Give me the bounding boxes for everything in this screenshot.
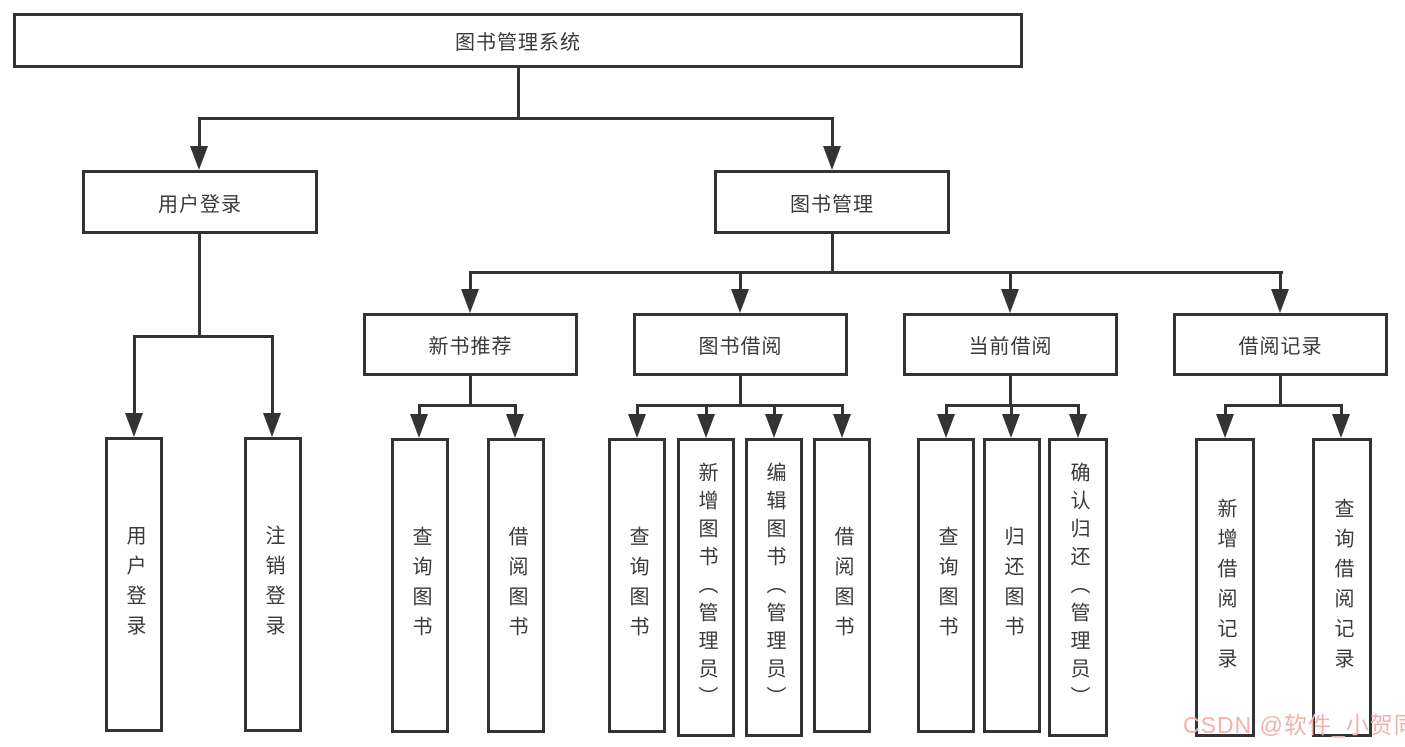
node-label: 编辑图书（管理员） — [763, 461, 785, 714]
arrow-down-icon — [125, 413, 143, 437]
arrow-down-icon — [461, 289, 479, 313]
connector-line — [469, 271, 472, 291]
arrow-down-icon — [1069, 414, 1087, 438]
node-add-borrow-record: 新增借阅记录 — [1195, 438, 1255, 737]
node-book-management: 图书管理 — [714, 170, 950, 234]
node-label: 当前借阅 — [968, 336, 1053, 358]
arrow-down-icon — [263, 413, 281, 437]
arrow-down-icon — [731, 289, 749, 313]
connector-line — [1224, 404, 1343, 407]
node-user-login: 用户登录 — [82, 170, 318, 234]
connector-line — [1279, 376, 1282, 407]
node-query-books-borrowing: 查询图书 — [608, 438, 666, 733]
node-label: 新增图书（管理员） — [695, 461, 717, 714]
node-label: 新增借阅记录 — [1214, 497, 1236, 678]
connector-line — [1010, 404, 1013, 416]
arrow-down-icon — [190, 146, 208, 170]
connector-line — [514, 404, 517, 416]
connector-line — [271, 335, 274, 415]
node-borrow-books-recommend: 借阅图书 — [487, 438, 545, 733]
connector-line — [1340, 404, 1343, 416]
connector-line — [198, 117, 834, 120]
node-current-borrowing: 当前借阅 — [903, 313, 1118, 376]
connector-line — [133, 335, 274, 338]
connector-line — [1077, 404, 1080, 416]
node-label: 归还图书 — [1001, 525, 1023, 646]
node-label: 图书借阅 — [698, 336, 783, 358]
connector-line — [1009, 376, 1012, 407]
connector-line — [945, 404, 948, 416]
connector-line — [773, 404, 776, 416]
connector-line — [469, 271, 1283, 274]
arrow-down-icon — [506, 414, 524, 438]
arrow-down-icon — [1002, 414, 1020, 438]
node-add-books-admin: 新增图书（管理员） — [677, 438, 735, 737]
arrow-down-icon — [410, 414, 428, 438]
connector-line — [739, 376, 742, 407]
node-query-books-current: 查询图书 — [917, 438, 975, 733]
node-book-borrowing: 图书借阅 — [633, 313, 848, 376]
arrow-down-icon — [628, 414, 646, 438]
node-label: 注销登录 — [262, 524, 284, 645]
arrow-down-icon — [823, 146, 841, 170]
node-label: 查询图书 — [626, 525, 648, 646]
connector-line — [1279, 271, 1282, 291]
node-user-login-action: 用户登录 — [105, 437, 163, 732]
node-query-borrow-record: 查询借阅记录 — [1312, 438, 1372, 737]
arrow-down-icon — [1271, 289, 1289, 313]
connector-line — [198, 117, 201, 149]
node-label: 图书管理 — [790, 193, 874, 216]
node-label: 新书推荐 — [428, 336, 513, 358]
connector-line — [636, 404, 844, 407]
node-label: 查询借阅记录 — [1331, 497, 1353, 678]
connector-line — [1009, 271, 1012, 291]
connector-line — [133, 335, 136, 415]
connector-line — [469, 376, 472, 407]
node-return-books: 归还图书 — [983, 438, 1041, 733]
connector-line — [831, 117, 834, 149]
watermark: CSDN @软件_小贺同学 — [1183, 712, 1405, 738]
connector-line — [636, 404, 639, 416]
node-borrowing-records: 借阅记录 — [1173, 313, 1388, 376]
node-label: 查询图书 — [935, 525, 957, 646]
node-label: 查询图书 — [409, 525, 431, 646]
arrow-down-icon — [1332, 414, 1350, 438]
arrow-down-icon — [833, 414, 851, 438]
node-label: 借阅图书 — [505, 525, 527, 646]
node-label: 借阅图书 — [831, 525, 853, 646]
node-label: 图书管理系统 — [455, 32, 581, 54]
arrow-down-icon — [765, 414, 783, 438]
connector-line — [1224, 404, 1227, 416]
connector-line — [831, 234, 834, 274]
node-label: 用户登录 — [158, 193, 242, 216]
arrow-down-icon — [1001, 289, 1019, 313]
node-label: 借阅记录 — [1238, 336, 1323, 358]
connector-line — [841, 404, 844, 416]
node-logout-action: 注销登录 — [244, 437, 302, 732]
node-edit-books-admin: 编辑图书（管理员） — [745, 438, 803, 737]
node-label: 确认归还（管理员） — [1067, 461, 1089, 714]
node-new-book-recommend: 新书推荐 — [363, 313, 578, 376]
connector-line — [517, 68, 520, 118]
arrow-down-icon — [937, 414, 955, 438]
node-confirm-return-admin: 确认归还（管理员） — [1048, 438, 1108, 737]
arrow-down-icon — [697, 414, 715, 438]
arrow-down-icon — [1216, 414, 1234, 438]
connector-line — [705, 404, 708, 416]
node-label: 用户登录 — [123, 524, 145, 645]
node-borrow-books-borrowing: 借阅图书 — [813, 438, 871, 733]
connector-line — [418, 404, 517, 407]
node-library-management-system: 图书管理系统 — [13, 13, 1023, 68]
connector-line — [418, 404, 421, 416]
node-query-books-recommend: 查询图书 — [391, 438, 449, 733]
connector-line — [198, 234, 201, 338]
connector-line — [739, 271, 742, 291]
